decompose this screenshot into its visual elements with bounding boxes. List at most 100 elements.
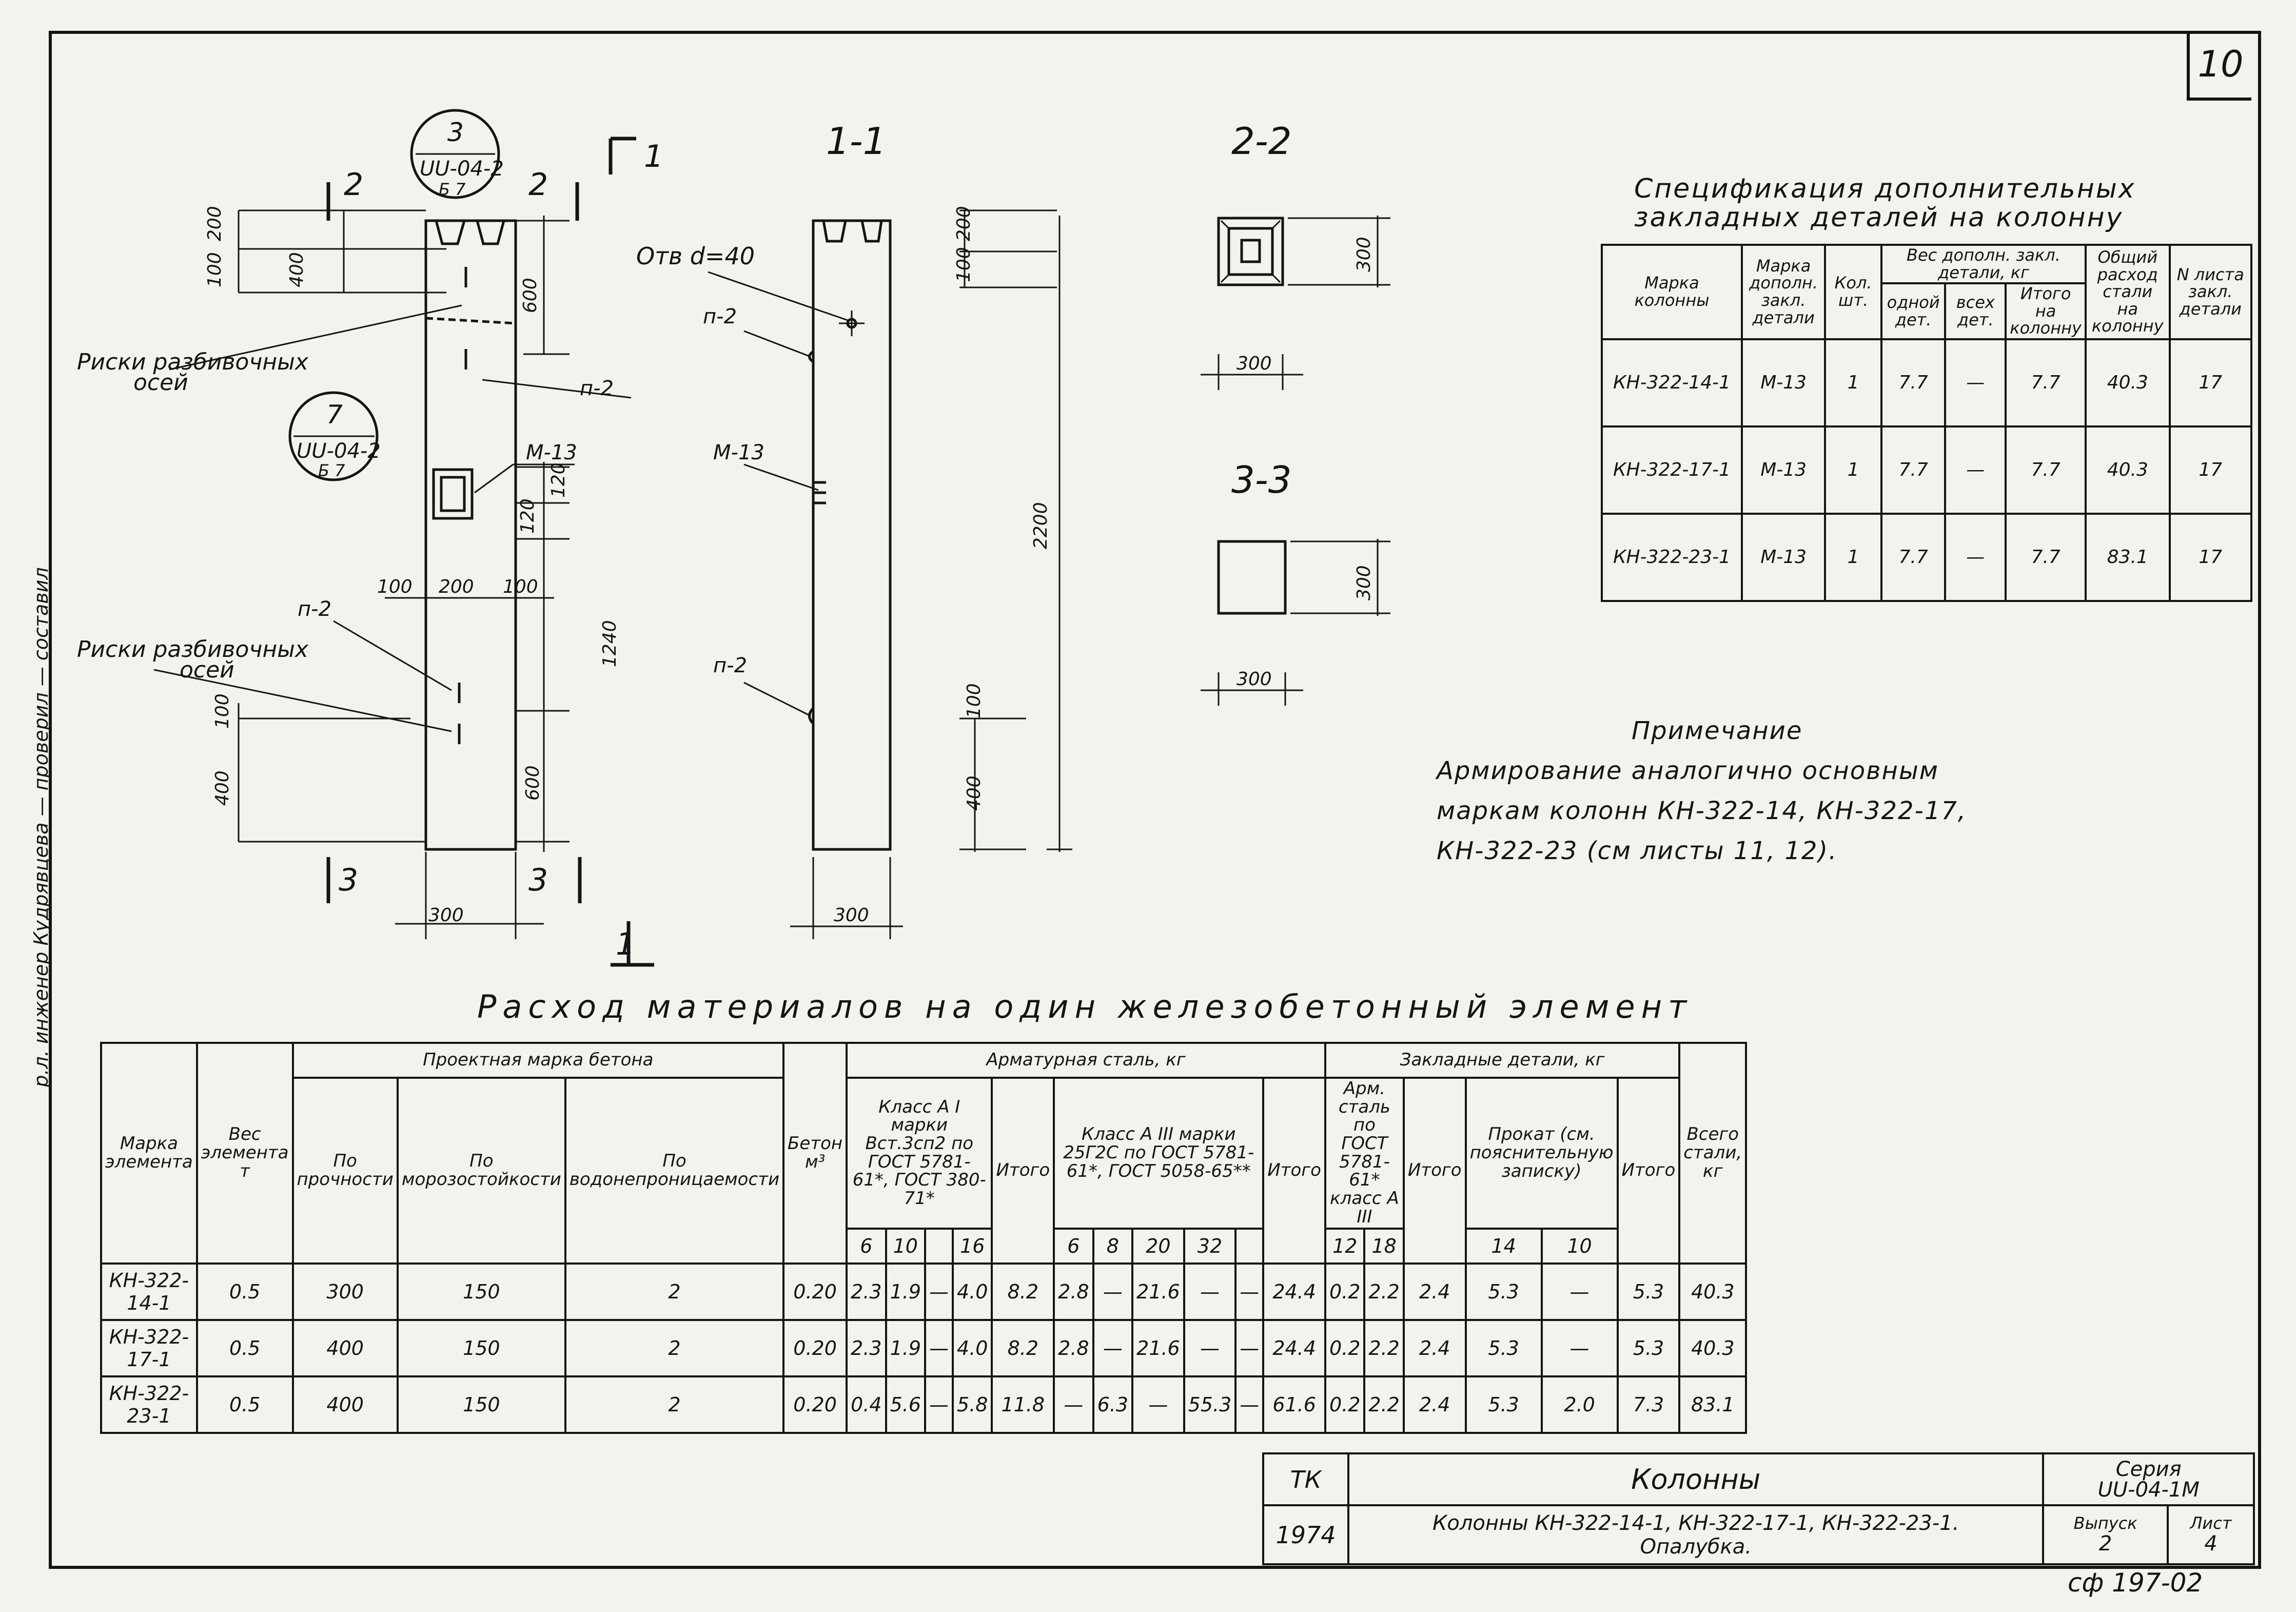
dim-300-33-v: 300 [1353,565,1375,600]
column-section-1-1 [812,219,892,851]
callout-3-num: 3 [447,118,464,147]
callout-circle-7 [288,391,379,481]
spec-h-mark: Марка колонны [1601,244,1743,340]
label-riski-1a: Риски разбивочных [77,349,309,375]
dim-100-sec: 100 [953,247,974,282]
spec-h-all: всех дет. [1944,282,2007,340]
dim-600-bottom: 600 [522,765,543,801]
mat-h-class-a1: Класс А I марки Вст.3сп2 по ГОСТ 5781-61… [846,1077,993,1230]
dim-1240: 1240 [599,620,620,667]
sheet-number: 10 [2197,43,2244,85]
spec-table: Марка колонны Марка дополн. закл. детали… [1601,243,2253,602]
spec-h-weight: Вес дополн. закл. детали, кг [1880,243,2087,285]
dim-300-22-h: 300 [1237,353,1272,374]
label-p2-sec-top: п-2 [703,305,737,328]
dim-300-elev-bottom: 300 [428,905,464,926]
spec-h-addmark: Марка дополн. закл. детали [1740,244,1827,340]
dim-100-bottom: 100 [212,693,233,729]
callout-7-ref: UU-04-2 [297,439,381,463]
mat-h-rolled-total: Итого [1616,1077,1681,1265]
section-title-2-2: 2-2 [1231,120,1292,163]
mat-h-arm: Арм. сталь по ГОСТ 5781-61* класс А III [1324,1077,1405,1230]
label-riski-1b: осей [133,370,188,396]
corner-code: сф 197-02 [2068,1568,2203,1598]
stamp-series: Серия UU-04-1М [2042,1452,2255,1507]
section-3-3-outline [1217,540,1287,615]
mat-h-a1-total: Итого [991,1077,1055,1265]
callout-7-num: 7 [326,400,343,430]
mat-h-rebar: Арматурная сталь, кг [846,1042,1326,1079]
mat-h-arm-total: Итого [1402,1077,1467,1265]
sheet-number-box: 10 [2187,31,2251,101]
dim-120-b: 120 [517,498,538,534]
section-mark-3-left: 3 [339,862,358,898]
section-mark-1-bottom: 1 [616,926,635,962]
callout-3-sheet: Б 7 [439,180,466,199]
materials-table: Марка элемента Вес элемента т Проектная … [100,1042,1748,1434]
dim-100-sec-bottom: 100 [964,683,985,718]
mat-h-a3-total: Итого [1262,1077,1326,1265]
mat-h-water: По водонепроницаемости [564,1077,785,1265]
stamp-year: 1974 [1262,1504,1349,1565]
mat-h-total: Всего стали, кг [1678,1042,1748,1265]
dim-400-top: 400 [286,252,307,287]
mat-h-strength: По прочности [291,1077,399,1265]
callout-7-sheet: Б 7 [318,461,345,480]
section-title-1-1: 1-1 [826,120,887,163]
spec-h-steel: Общий расход стали на колонну [2084,244,2171,340]
stamp-title: Колонны [1347,1452,2045,1507]
mat-h-weight: Вес элемента т [195,1042,294,1265]
label-riski-2a: Риски разбивочных [77,636,309,663]
callout-3-ref: UU-04-2 [420,157,504,181]
note-block: Примечание Армирование аналогично основн… [1437,711,1967,871]
spec-h-qty: Кол. шт. [1824,244,1882,340]
mat-h-rolled: Прокат (см. пояснительную записку) [1464,1077,1619,1230]
spec-h-one: одной дет. [1880,282,1947,340]
note-line-2: маркам колонн КН-322-14, КН-322-17, [1437,797,1967,825]
mat-h-class-a3: Класс А III марки 25Г2С по ГОСТ 5781-61*… [1053,1077,1265,1230]
section-mark-1-top: 1 [644,139,663,174]
spec-h-sheet: N листа закл. детали [2168,244,2253,340]
sheet-frame [49,31,2261,1569]
materials-title: Расход материалов на один железобетонный… [477,988,1693,1025]
note-line-3: КН-322-23 (см листы 11, 12). [1437,837,1838,865]
column-elevation [424,219,517,851]
section-mark-2-right: 2 [528,167,548,203]
stamp-desc: Колонны КН-322-14-1, КН-322-17-1, КН-322… [1347,1504,2045,1565]
dim-200-sec: 200 [953,206,974,241]
dim-300-22-v: 300 [1353,237,1375,272]
dim-2200: 2200 [1030,502,1051,549]
stamp-sheet: Лист 4 [2166,1504,2255,1565]
mat-h-embedded: Закладные детали, кг [1324,1042,1681,1079]
dim-600-top: 600 [520,278,541,313]
label-p2-sec-bottom: п-2 [713,654,747,677]
label-hole: Отв d=40 [636,242,755,270]
section-2-2-outline [1217,217,1284,286]
dim-300-sec-bottom: 300 [834,905,869,926]
mat-h-mark: Марка элемента [100,1042,198,1265]
section-title-3-3: 3-3 [1231,458,1292,501]
title-block: ТК Колонны Серия UU-04-1М 1974 Колонны К… [1262,1452,2255,1565]
dim-400-bottom: 400 [212,770,233,806]
dim-100-h-left: 100 [377,576,413,597]
stamp-tk: ТК [1262,1452,1349,1507]
label-riski-2b: осей [180,657,234,683]
spec-title: Спецификация дополнительных закладных де… [1634,173,2136,233]
dim-400-sec-bottom: 400 [964,775,985,811]
stamp-issue: Выпуск 2 [2042,1504,2169,1565]
dim-200-h: 200 [439,576,474,597]
note-line-1: Армирование аналогично основным [1437,756,1939,785]
dim-100-h-right: 100 [503,576,538,597]
dim-120-a: 120 [548,462,569,498]
label-p2-elev: п-2 [580,377,614,400]
dim-200-left: 200 [204,206,225,241]
label-m13-sec: М-13 [713,441,764,464]
dim-300-33-h: 300 [1237,669,1272,690]
mat-h-frost: По морозостойкости [396,1077,566,1265]
